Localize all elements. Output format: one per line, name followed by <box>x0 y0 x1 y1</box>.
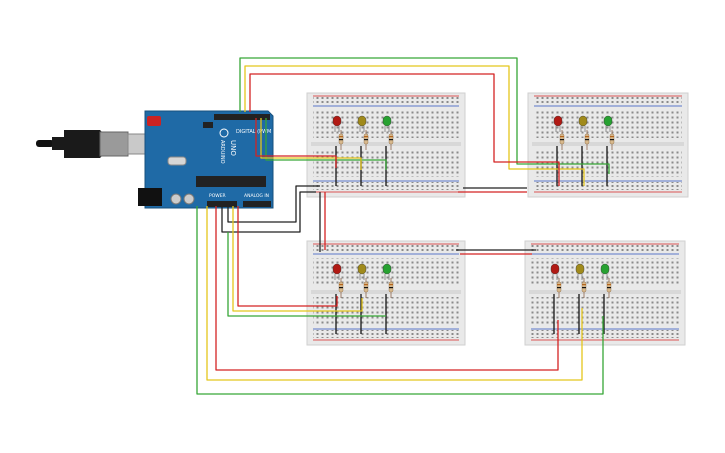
analog-label: ANALOG IN <box>244 193 269 199</box>
resistor-band <box>339 136 343 138</box>
top-rail-holes <box>313 245 459 253</box>
wire-yellow-tr <box>244 65 585 186</box>
resistor-band <box>389 284 393 286</box>
led-red <box>332 263 342 275</box>
resistor-band <box>610 136 614 138</box>
lower-terminal-holes <box>531 297 679 325</box>
usb-cable <box>36 130 159 158</box>
center-channel <box>311 290 461 294</box>
power-jack <box>138 188 162 206</box>
resistor-band <box>557 287 561 289</box>
wire-green-br <box>196 206 604 395</box>
resistor-band <box>557 284 561 286</box>
arduino-uno-board: DIGITAL (PWM ~) POWER ANALOG IN UNO ARDU… <box>138 110 279 209</box>
resistor-band <box>582 284 586 286</box>
led-yellow <box>578 115 588 127</box>
resistor-band <box>560 139 564 141</box>
led-green <box>600 263 610 275</box>
led-red <box>550 263 560 275</box>
wire-yellow-tl <box>260 118 362 170</box>
power-label: POWER <box>209 193 226 199</box>
wire-green-tr <box>239 57 610 174</box>
breadboard-1 <box>306 92 466 198</box>
bottom-rail-holes <box>531 330 679 338</box>
center-channel <box>532 142 684 146</box>
resistor-band <box>560 136 564 138</box>
analog-header <box>243 201 271 207</box>
led-red <box>553 115 563 127</box>
led-yellow <box>357 115 367 127</box>
led-green <box>382 263 392 275</box>
arduino-label: ARDUINO <box>219 140 225 164</box>
top-rail-holes <box>531 245 679 253</box>
resistor-band <box>582 287 586 289</box>
breadboard-2 <box>527 92 689 198</box>
bottom-rail-holes <box>534 182 682 190</box>
resistor-band <box>610 139 614 141</box>
resistor-band <box>339 287 343 289</box>
power-header <box>207 201 237 207</box>
resistor-band <box>364 136 368 138</box>
wire-red-tr <box>249 73 560 186</box>
resistor-band <box>389 287 393 289</box>
led-green <box>603 115 613 127</box>
resistor-band <box>607 284 611 286</box>
top-rail-holes <box>534 97 682 105</box>
wire-yellow-bl <box>232 206 363 312</box>
resistor-band <box>607 287 611 289</box>
wire-black-gnd-2 <box>221 191 316 233</box>
breadboard-3 <box>306 240 466 346</box>
breadboard-4 <box>524 240 686 346</box>
top-rail-holes <box>313 97 459 105</box>
wire-green-bl <box>227 232 386 317</box>
resistor-band <box>339 139 343 141</box>
resistor-band <box>339 284 343 286</box>
led-green <box>382 115 392 127</box>
reset-button <box>147 116 161 126</box>
resistor-band <box>364 287 368 289</box>
resistor-band <box>364 284 368 286</box>
wire-black-gnd-1 <box>227 185 320 223</box>
led-yellow <box>575 263 585 275</box>
center-channel <box>311 142 461 146</box>
resistor-band <box>585 139 589 141</box>
arduino-logo-icon <box>219 128 229 138</box>
resistor-band <box>389 139 393 141</box>
digital-label: DIGITAL (PWM ~) <box>236 129 279 135</box>
center-channel <box>529 290 681 294</box>
wire-red-br <box>215 206 559 371</box>
wire-green-tl <box>265 118 387 170</box>
wire-red-tl <box>255 118 337 168</box>
uno-label: UNO <box>229 140 237 156</box>
wire-red-bl <box>237 206 338 307</box>
wire-yellow-br <box>206 206 583 381</box>
resistor-band <box>364 139 368 141</box>
resistor-band <box>585 136 589 138</box>
resistor-band <box>389 136 393 138</box>
digital-header <box>214 114 270 120</box>
led-red <box>332 115 342 127</box>
lower-terminal-holes <box>534 149 682 177</box>
led-yellow <box>357 263 367 275</box>
atmega-chip <box>196 176 266 187</box>
